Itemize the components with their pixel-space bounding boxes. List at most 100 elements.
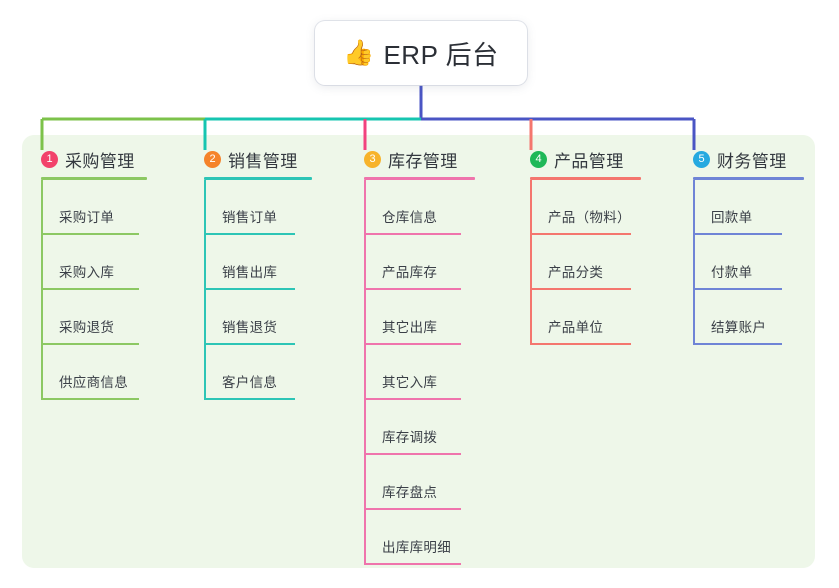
leaf-label: 产品库存 bbox=[382, 265, 438, 280]
branch-spine bbox=[204, 180, 206, 400]
leaf-item[interactable]: 产品单位 bbox=[530, 290, 641, 345]
branch-column-2: 2 销售管理销售订单销售出库销售退货客户信息 bbox=[204, 146, 312, 400]
leaf-item[interactable]: 仓库信息 bbox=[364, 180, 475, 235]
leaf-list: 采购订单采购入库采购退货供应商信息 bbox=[41, 180, 147, 400]
branch-title: 采购管理 bbox=[65, 151, 135, 171]
branch-number-badge: 2 bbox=[204, 150, 221, 168]
leaf-item[interactable]: 其它出库 bbox=[364, 290, 475, 345]
leaf-item[interactable]: 销售退货 bbox=[204, 290, 312, 345]
branch-column-5: 5 财务管理回款单付款单结算账户 bbox=[693, 146, 804, 345]
branch-header-rule bbox=[693, 177, 804, 180]
leaf-label: 库存调拨 bbox=[382, 430, 438, 445]
branch-spine bbox=[693, 180, 695, 345]
leaf-item[interactable]: 产品（物料） bbox=[530, 180, 641, 235]
leaf-rule bbox=[204, 343, 295, 345]
leaf-rule bbox=[530, 343, 631, 345]
leaf-label: 采购入库 bbox=[59, 265, 115, 280]
leaf-rule bbox=[364, 288, 461, 290]
branch-header-2[interactable]: 2 销售管理 bbox=[204, 146, 312, 172]
leaf-item[interactable]: 出库库明细 bbox=[364, 510, 475, 565]
branch-title: 财务管理 bbox=[717, 151, 787, 171]
leaf-item[interactable]: 库存调拨 bbox=[364, 400, 475, 455]
leaf-rule bbox=[204, 288, 295, 290]
leaf-label: 其它入库 bbox=[382, 375, 438, 390]
branch-header-4[interactable]: 4 产品管理 bbox=[530, 146, 641, 172]
root-node[interactable]: 👍 ERP 后台 bbox=[315, 21, 527, 85]
leaf-rule bbox=[530, 288, 631, 290]
leaf-label: 其它出库 bbox=[382, 320, 438, 335]
leaf-rule bbox=[364, 508, 461, 510]
leaf-label: 供应商信息 bbox=[59, 375, 128, 390]
leaf-list: 销售订单销售出库销售退货客户信息 bbox=[204, 180, 312, 400]
leaf-label: 回款单 bbox=[711, 210, 753, 225]
leaf-item[interactable]: 产品库存 bbox=[364, 235, 475, 290]
leaf-label: 销售订单 bbox=[222, 210, 278, 225]
leaf-rule bbox=[693, 233, 782, 235]
leaf-item[interactable]: 客户信息 bbox=[204, 345, 312, 400]
leaf-rule bbox=[204, 233, 295, 235]
leaf-rule bbox=[364, 453, 461, 455]
leaf-rule bbox=[530, 233, 631, 235]
leaf-rule bbox=[364, 233, 461, 235]
leaf-rule bbox=[693, 343, 782, 345]
leaf-label: 销售退货 bbox=[222, 320, 278, 335]
leaf-item[interactable]: 采购入库 bbox=[41, 235, 147, 290]
leaf-item[interactable]: 回款单 bbox=[693, 180, 804, 235]
branch-header-rule bbox=[41, 177, 147, 180]
leaf-label: 采购订单 bbox=[59, 210, 115, 225]
leaf-label: 出库库明细 bbox=[382, 540, 451, 555]
leaf-item[interactable]: 采购订单 bbox=[41, 180, 147, 235]
branch-column-1: 1 采购管理采购订单采购入库采购退货供应商信息 bbox=[41, 146, 147, 400]
leaf-item[interactable]: 产品分类 bbox=[530, 235, 641, 290]
leaf-label: 产品分类 bbox=[548, 265, 604, 280]
branch-spine bbox=[530, 180, 532, 345]
leaf-rule bbox=[364, 563, 461, 565]
branch-title: 产品管理 bbox=[554, 151, 624, 171]
leaf-rule bbox=[364, 343, 461, 345]
leaf-rule bbox=[41, 288, 139, 290]
branch-column-4: 4 产品管理产品（物料） 产品分类产品单位 bbox=[530, 146, 641, 345]
leaf-label: 产品（物料） bbox=[548, 210, 631, 225]
branch-number-badge: 1 bbox=[41, 150, 58, 168]
leaf-item[interactable]: 其它入库 bbox=[364, 345, 475, 400]
branch-title: 销售管理 bbox=[228, 151, 298, 171]
leaf-rule bbox=[204, 398, 295, 400]
branch-title: 库存管理 bbox=[388, 151, 458, 171]
branch-number-badge: 5 bbox=[693, 150, 710, 168]
leaf-label: 采购退货 bbox=[59, 320, 115, 335]
leaf-label: 销售出库 bbox=[222, 265, 278, 280]
leaf-rule bbox=[693, 288, 782, 290]
leaf-item[interactable]: 采购退货 bbox=[41, 290, 147, 345]
branch-header-rule bbox=[530, 177, 641, 180]
branch-spine bbox=[41, 180, 43, 400]
leaf-item[interactable]: 付款单 bbox=[693, 235, 804, 290]
leaf-rule bbox=[41, 398, 139, 400]
leaf-label: 付款单 bbox=[711, 265, 753, 280]
leaf-list: 仓库信息产品库存其它出库其它入库库存调拨库存盘点出库库明细 bbox=[364, 180, 475, 565]
leaf-item[interactable]: 库存盘点 bbox=[364, 455, 475, 510]
leaf-item[interactable]: 供应商信息 bbox=[41, 345, 147, 400]
leaf-list: 回款单付款单结算账户 bbox=[693, 180, 804, 345]
root-title: ERP 后台 bbox=[383, 39, 499, 70]
branch-header-rule bbox=[364, 177, 475, 180]
leaf-label: 客户信息 bbox=[222, 375, 278, 390]
leaf-label: 仓库信息 bbox=[382, 210, 438, 225]
leaf-label: 产品单位 bbox=[548, 320, 604, 335]
leaf-item[interactable]: 销售订单 bbox=[204, 180, 312, 235]
thumbs-up-icon: 👍 bbox=[343, 38, 375, 67]
leaf-item[interactable]: 销售出库 bbox=[204, 235, 312, 290]
leaf-rule bbox=[41, 233, 139, 235]
branch-number-badge: 4 bbox=[530, 150, 547, 168]
branch-header-5[interactable]: 5 财务管理 bbox=[693, 146, 804, 172]
branch-header-rule bbox=[204, 177, 312, 180]
leaf-label: 结算账户 bbox=[711, 320, 767, 335]
leaf-rule bbox=[364, 398, 461, 400]
branch-header-1[interactable]: 1 采购管理 bbox=[41, 146, 147, 172]
leaf-list: 产品（物料） 产品分类产品单位 bbox=[530, 180, 641, 345]
leaf-rule bbox=[41, 343, 139, 345]
leaf-item[interactable]: 结算账户 bbox=[693, 290, 804, 345]
branch-spine bbox=[364, 180, 366, 565]
